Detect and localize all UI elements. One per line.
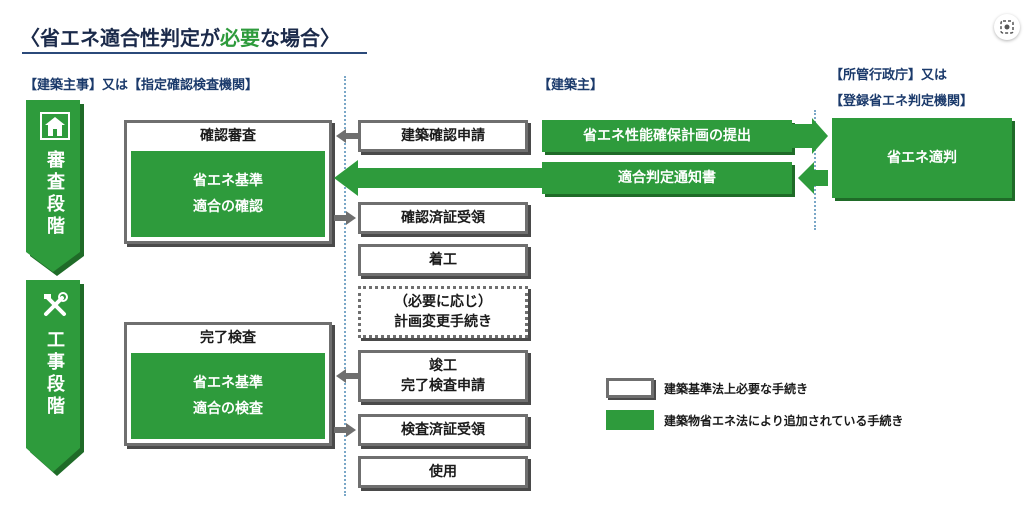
tools-icon (40, 290, 70, 320)
legend-white-label: 建築基準法上必要な手続き (664, 382, 809, 396)
completion-inspection-line2: 適合の検査 (193, 401, 263, 417)
title-prefix: 〈省エネ適合性判定が (20, 26, 220, 50)
diagram-title: 〈省エネ適合性判定が必要な場合〉 (20, 22, 340, 51)
completion-application-box: 竣工完了検査申請 (358, 350, 528, 402)
title-highlight: 必要 (220, 26, 260, 50)
completion-line1: 竣工 (429, 358, 457, 374)
title-suffix: な場合〉 (260, 26, 340, 50)
stage-arrows (26, 100, 84, 476)
legend-green-label: 建築物省エネ法により追加されている手続き (664, 414, 904, 428)
notice-box: 適合判定通知書 (542, 162, 792, 194)
notice-return-arrowhead (798, 162, 828, 194)
visual-search-icon[interactable] (994, 14, 1020, 40)
inspection-cert-box: 検査済証受領 (358, 414, 528, 446)
submit-plan-arrowhead (790, 118, 828, 154)
header-middle: 【建築主】 (538, 78, 604, 93)
confirm-review-line1: 省エネ基準 (193, 173, 263, 189)
house-icon (40, 112, 70, 140)
completion-inspection-box: 完了検査 省エネ基準適合の検査 (124, 322, 332, 446)
plan-change-box: （必要に応じ） 計画変更手続き (358, 286, 528, 338)
stage-construction-label: 工事段階 (47, 330, 65, 417)
confirm-review-caption: 確認審査 (200, 128, 256, 144)
plan-change-line1: （必要に応じ） (394, 294, 492, 310)
header-right-line1: 【所管行政庁】又は (830, 68, 948, 83)
confirm-review-line2: 適合の確認 (193, 199, 263, 215)
confirm-review-green: 省エネ基準適合の確認 (131, 151, 325, 237)
completion-inspection-line1: 省エネ基準 (193, 375, 263, 391)
legend-green-swatch (606, 410, 654, 430)
stage-review-label: 審査段階 (47, 150, 65, 237)
use-box: 使用 (358, 456, 528, 488)
header-right-line2: 【登録省エネ判定機関】 (830, 94, 974, 109)
application-box: 建築確認申請 (358, 120, 528, 152)
start-box: 着工 (358, 244, 528, 276)
completion-inspection-green: 省エネ基準適合の検査 (131, 353, 325, 439)
notice-arrow (334, 160, 546, 196)
separator-left (344, 76, 346, 496)
submit-plan-box: 省エネ性能確保計画の提出 (542, 120, 792, 152)
legend-white-swatch (606, 378, 654, 398)
title-underline (22, 52, 367, 54)
confirm-review-box: 確認審査 省エネ基準適合の確認 (124, 120, 332, 244)
header-left: 【建築主事】又は【指定確認検査機関】 (24, 78, 259, 93)
completion-line2: 完了検査申請 (401, 378, 485, 394)
energy-judgment-box: 省エネ適判 (832, 118, 1012, 198)
plan-change-line2: 計画変更手続き (394, 314, 492, 330)
certificate-box: 確認済証受領 (358, 202, 528, 234)
completion-inspection-caption: 完了検査 (200, 330, 256, 346)
connector-arrows (334, 129, 358, 437)
